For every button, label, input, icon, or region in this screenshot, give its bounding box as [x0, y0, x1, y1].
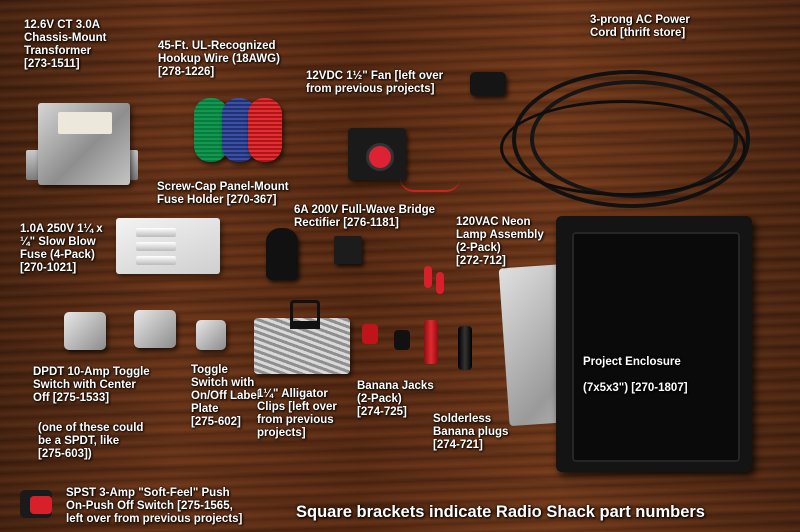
label-banana-jacks: Banana Jacks (2-Pack) [274-725]: [357, 380, 434, 418]
fan-wire: [400, 178, 460, 192]
power-cord-coil: [500, 100, 746, 196]
neon-lamp: [424, 266, 432, 288]
fuse-holder: [266, 228, 298, 280]
power-cord-plug: [470, 72, 506, 96]
transformer-coil: [58, 112, 112, 134]
fuse: [136, 256, 176, 265]
fuse: [136, 228, 176, 237]
wire-spool-red: [248, 98, 282, 162]
banana-jack-red: [362, 324, 378, 344]
binder-clip: [290, 300, 320, 329]
label-banana-plugs: Solderless Banana plugs [274-721]: [433, 413, 509, 451]
banana-plug-black: [458, 326, 472, 370]
banana-plug-red: [424, 320, 438, 364]
footer-caption: Square brackets indicate Radio Shack par…: [296, 503, 705, 521]
label-hookup-wire: 45-Ft. UL-Recognized Hookup Wire (18AWG)…: [158, 40, 280, 78]
dpdt-toggle-switch: [64, 312, 106, 350]
spst-switch-cap: [30, 496, 52, 514]
label-neon-lamp: 120VAC Neon Lamp Assembly (2-Pack) [272-…: [456, 216, 544, 267]
label-fan: 12VDC 1½" Fan [left over from previous p…: [306, 70, 444, 95]
banana-jack-black: [394, 330, 410, 350]
label-fuse-holder: Screw-Cap Panel-Mount Fuse Holder [270-3…: [157, 181, 289, 206]
label-enclosure: Project Enclosure (7x5x3") [270-1807]: [583, 356, 688, 394]
fuse: [136, 242, 176, 251]
label-fuse: 1.0A 250V 1¼ x ¼" Slow Blow Fuse (4-Pack…: [20, 223, 103, 274]
label-dpdt-note: (one of these could be a SPDT, like [275…: [38, 422, 144, 460]
toggle-switch: [196, 320, 226, 350]
label-transformer: 12.6V CT 3.0A Chassis-Mount Transformer …: [24, 19, 107, 70]
dpdt-toggle-switch: [134, 310, 176, 348]
label-spst-switch: SPST 3-Amp "Soft-Feel" Push On-Push Off …: [66, 487, 243, 525]
label-toggle-switch: Toggle Switch with On/Off Label Plate [2…: [191, 364, 260, 428]
bridge-rectifier: [334, 236, 362, 264]
label-power-cord: 3-prong AC Power Cord [thrift store]: [590, 14, 690, 39]
enclosure-interior: [572, 232, 740, 462]
label-rectifier: 6A 200V Full-Wave Bridge Rectifier [276-…: [294, 204, 436, 229]
fan-hub: [366, 143, 394, 171]
label-dpdt-switch: DPDT 10-Amp Toggle Switch with Center Of…: [33, 366, 150, 404]
label-alligator-clips: 1¼" Alligator Clips [left over from prev…: [257, 388, 337, 439]
neon-lamp: [436, 272, 444, 294]
